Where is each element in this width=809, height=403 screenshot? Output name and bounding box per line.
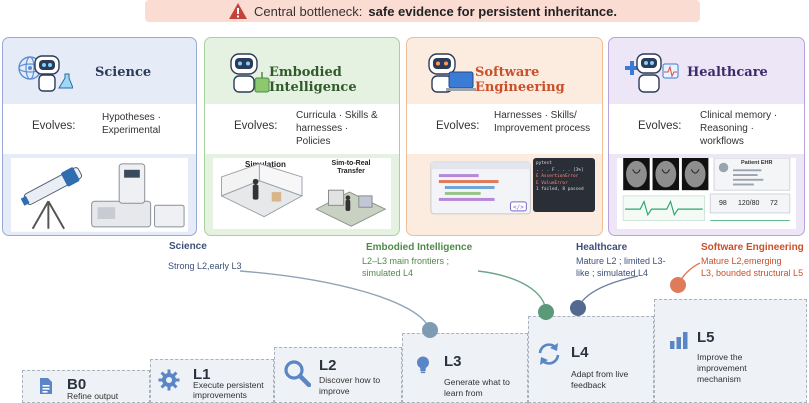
note-embodied-title: Embodied Intelligence	[366, 242, 473, 253]
software-evolves-text: Harnesses · Skills/ Improvement process	[494, 110, 591, 134]
banner-prefix: Central bottleneck:	[254, 3, 363, 19]
note-science-title: Science	[169, 241, 207, 252]
robot-scientist-icon	[18, 55, 73, 92]
level-b0-name: B0	[67, 376, 87, 393]
level-l5-name: L5	[697, 329, 715, 346]
health-evolves-text: Clinical memory · Reasoning · workflows	[700, 110, 778, 147]
health-evolves-row: Evolves: Clinical memory · Reasoning · w…	[609, 104, 804, 154]
robot-engineer-icon	[428, 53, 476, 93]
software-marker	[670, 277, 686, 293]
svg-text:</>: </>	[513, 204, 524, 211]
code-editor-icon: </>	[430, 161, 531, 215]
level-l3-desc1: Generate what to	[444, 377, 510, 387]
level-l2-name: L2	[319, 357, 337, 374]
note-embodied-text2: simulated L4	[362, 268, 414, 278]
embodied-evolves-text: Curricula · Skills & harnesses · Policie…	[296, 110, 378, 147]
simulation-label: Simulation	[245, 160, 286, 169]
note-health-text2: like ; simulated L4	[576, 268, 649, 278]
card-software-engineering: Software Engineering Evolves: Harnesses …	[406, 37, 603, 236]
banner-emphasis: safe evidence for persistent inheritance…	[368, 3, 617, 19]
health-evolves-label: Evolves:	[638, 120, 682, 132]
terminal-line: pytest	[536, 161, 552, 166]
note-software-title: Software Engineering	[701, 242, 804, 253]
note-software-text1: Mature L2,emerging	[701, 256, 782, 266]
software-evolves-label: Evolves:	[436, 120, 480, 132]
software-connector	[678, 262, 701, 285]
search-icon	[284, 360, 311, 387]
simulation-transfer-image: Simulation Sim-to-Real Transfer	[213, 158, 391, 229]
robot-doctor-icon	[625, 53, 679, 93]
science-evolves-row: Evolves: Hypotheses · Experimental	[3, 104, 196, 154]
cycle-icon	[538, 343, 560, 365]
level-l4-desc1: Adapt from live	[571, 369, 629, 379]
clinical-records-image: Patient EHR 98 120/80 72	[617, 158, 796, 229]
level-l4-desc2: feedback	[571, 380, 606, 390]
vital-spo2: 98	[719, 200, 727, 207]
terminal-line: E ValueError	[536, 180, 568, 186]
level-l1-name: L1	[193, 366, 211, 383]
health-marker	[570, 300, 586, 316]
card-health-title: Healthcare	[687, 65, 768, 80]
level-l3-name: L3	[444, 353, 462, 370]
terminal-line: . . . F . . . [3%]	[536, 167, 584, 173]
document-icon	[40, 378, 52, 394]
card-healthcare: Healthcare Evolves: Clinical memory · Re…	[608, 37, 805, 236]
robot-embodied-icon	[230, 53, 270, 93]
lightbulb-icon	[417, 356, 429, 374]
card-software-title: Software Engineering	[475, 65, 565, 95]
level-l1-desc1: Execute persistent	[193, 380, 264, 390]
simulation-scene-icon	[220, 163, 387, 227]
embodied-connector	[477, 270, 547, 313]
software-evolves-row: Evolves: Harnesses · Skills/ Improvement…	[407, 104, 602, 154]
level-l4-name: L4	[571, 344, 589, 361]
level-l5-desc3: mechanism	[697, 374, 741, 384]
embodied-evolves-row: Evolves: Curricula · Skills & harnesses …	[205, 104, 399, 154]
card-embodied-intelligence: Embodied Intelligence Evolves: Curricula…	[204, 37, 400, 236]
terminal-line: 1 failed, 8 passed	[536, 187, 584, 193]
step-l4	[528, 316, 654, 403]
vital-blood-pressure: 120/80	[738, 200, 760, 207]
note-health-title: Healthcare	[576, 242, 628, 253]
card-embodied-title: Embodied Intelligence	[269, 65, 357, 95]
gear-icon	[158, 369, 180, 391]
note-embodied-text1: L2–L3 main frontiers ;	[362, 256, 450, 266]
code-and-terminal-image: </> pytest . . . F . . . [3%] E Assertio…	[415, 158, 595, 229]
science-connector	[239, 270, 431, 331]
level-l3-desc2: learn from	[444, 388, 483, 398]
science-evolves-label: Evolves:	[32, 120, 76, 132]
level-l2-desc2: improve	[319, 386, 350, 396]
telescope-and-lab-instrument-image	[11, 158, 188, 232]
terminal-line: E AssertionError	[536, 174, 579, 180]
patient-record-title: Patient EHR	[741, 160, 773, 166]
level-l2-desc1: Discover how to	[319, 375, 381, 385]
sim-to-real-label: Sim-to-Real Transfer	[331, 160, 371, 175]
health-connector	[577, 275, 639, 309]
step-l5	[654, 299, 807, 403]
brain-scans-icon	[622, 158, 791, 221]
level-l5-desc2: improvement	[697, 363, 747, 373]
note-software-text2: L3, bounded structural L5	[701, 268, 804, 278]
level-b0-desc: Refine output	[67, 391, 119, 401]
level-l5-desc1: Improve the	[697, 352, 743, 362]
terminal-window: pytest . . . F . . . [3%] E AssertionErr…	[533, 158, 595, 212]
card-science: Science Evolves: Hypotheses · Experiment…	[2, 37, 197, 236]
warning-icon	[229, 3, 248, 19]
bar-chart-icon	[670, 332, 688, 349]
level-l1-desc2: improvements	[193, 390, 247, 400]
embodied-evolves-label: Evolves:	[234, 120, 278, 132]
bottleneck-banner: Central bottleneck: safe evidence for pe…	[145, 0, 700, 22]
note-health-text1: Mature L2 ; limited L3-	[576, 256, 666, 266]
vital-heart-rate: 72	[770, 200, 778, 207]
science-evolves-text: Hypotheses · Experimental	[102, 112, 161, 136]
note-science-text: Strong L2,early L3	[168, 261, 242, 271]
card-science-title: Science	[95, 65, 152, 80]
